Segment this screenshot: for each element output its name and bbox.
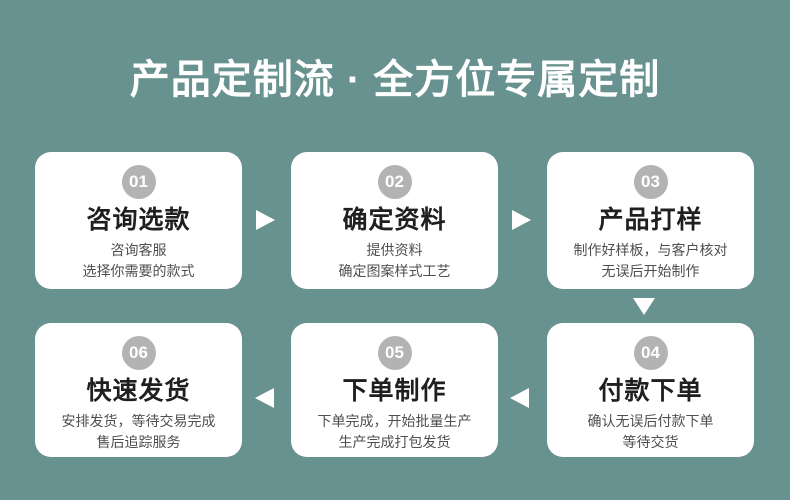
step-card-4: 04 付款下单 确认无误后付款下单 等待交货: [547, 323, 754, 457]
step-number-badge: 01: [121, 165, 156, 199]
step-description: 安排发货，等待交易完成 售后追踪服务: [62, 411, 216, 453]
step-title: 咨询选款: [86, 206, 191, 234]
page-title: 产品定制流 · 全方位专属定制: [129, 58, 661, 102]
step-title: 产品打样: [598, 206, 703, 234]
step-description: 制作好样板，与客户核对 无误后开始制作: [574, 240, 728, 282]
step-card-2: 02 确定资料 提供资料 确定图案样式工艺: [291, 152, 498, 289]
step-description-line: 提供资料: [366, 242, 423, 258]
step-description-line: 无误后开始制作: [601, 263, 700, 279]
step-description-line: 售后追踪服务: [96, 434, 181, 450]
step-description-line: 生产完成打包发货: [338, 434, 451, 450]
arrow-right-icon: [512, 210, 531, 230]
step-number-badge: 05: [377, 336, 412, 370]
step-description-line: 制作好样板，与客户核对: [573, 242, 728, 258]
step-description: 提供资料 确定图案样式工艺: [339, 240, 451, 282]
step-description: 下单完成，开始批量生产 生产完成打包发货: [318, 411, 472, 453]
step-description-line: 下单完成，开始批量生产: [317, 413, 472, 429]
step-number-badge: 04: [633, 336, 668, 370]
step-number-badge: 06: [121, 336, 156, 370]
step-title: 下单制作: [342, 377, 447, 405]
step-card-3: 03 产品打样 制作好样板，与客户核对 无误后开始制作: [547, 152, 754, 289]
arrow-left-icon: [255, 388, 274, 408]
step-title: 确定资料: [342, 206, 447, 234]
step-title: 快速发货: [86, 377, 191, 405]
step-title: 付款下单: [598, 377, 703, 405]
step-description: 确认无误后付款下单 等待交货: [588, 411, 714, 453]
step-description-line: 安排发货，等待交易完成: [61, 413, 216, 429]
step-card-1: 01 咨询选款 咨询客服 选择你需要的款式: [35, 152, 242, 289]
step-description: 咨询客服 选择你需要的款式: [83, 240, 195, 282]
step-description-line: 等待交货: [622, 434, 679, 450]
arrow-down-icon: [633, 298, 655, 315]
step-description-line: 选择你需要的款式: [82, 263, 195, 279]
arrow-right-icon: [256, 210, 275, 230]
step-description-line: 确定图案样式工艺: [338, 263, 451, 279]
step-description-line: 确认无误后付款下单: [587, 413, 714, 429]
arrow-left-icon: [510, 388, 529, 408]
step-card-6: 06 快速发货 安排发货，等待交易完成 售后追踪服务: [35, 323, 242, 457]
step-number-badge: 03: [633, 165, 668, 199]
step-description-line: 咨询客服: [110, 242, 167, 258]
step-card-5: 05 下单制作 下单完成，开始批量生产 生产完成打包发货: [291, 323, 498, 457]
step-number-badge: 02: [377, 165, 412, 199]
